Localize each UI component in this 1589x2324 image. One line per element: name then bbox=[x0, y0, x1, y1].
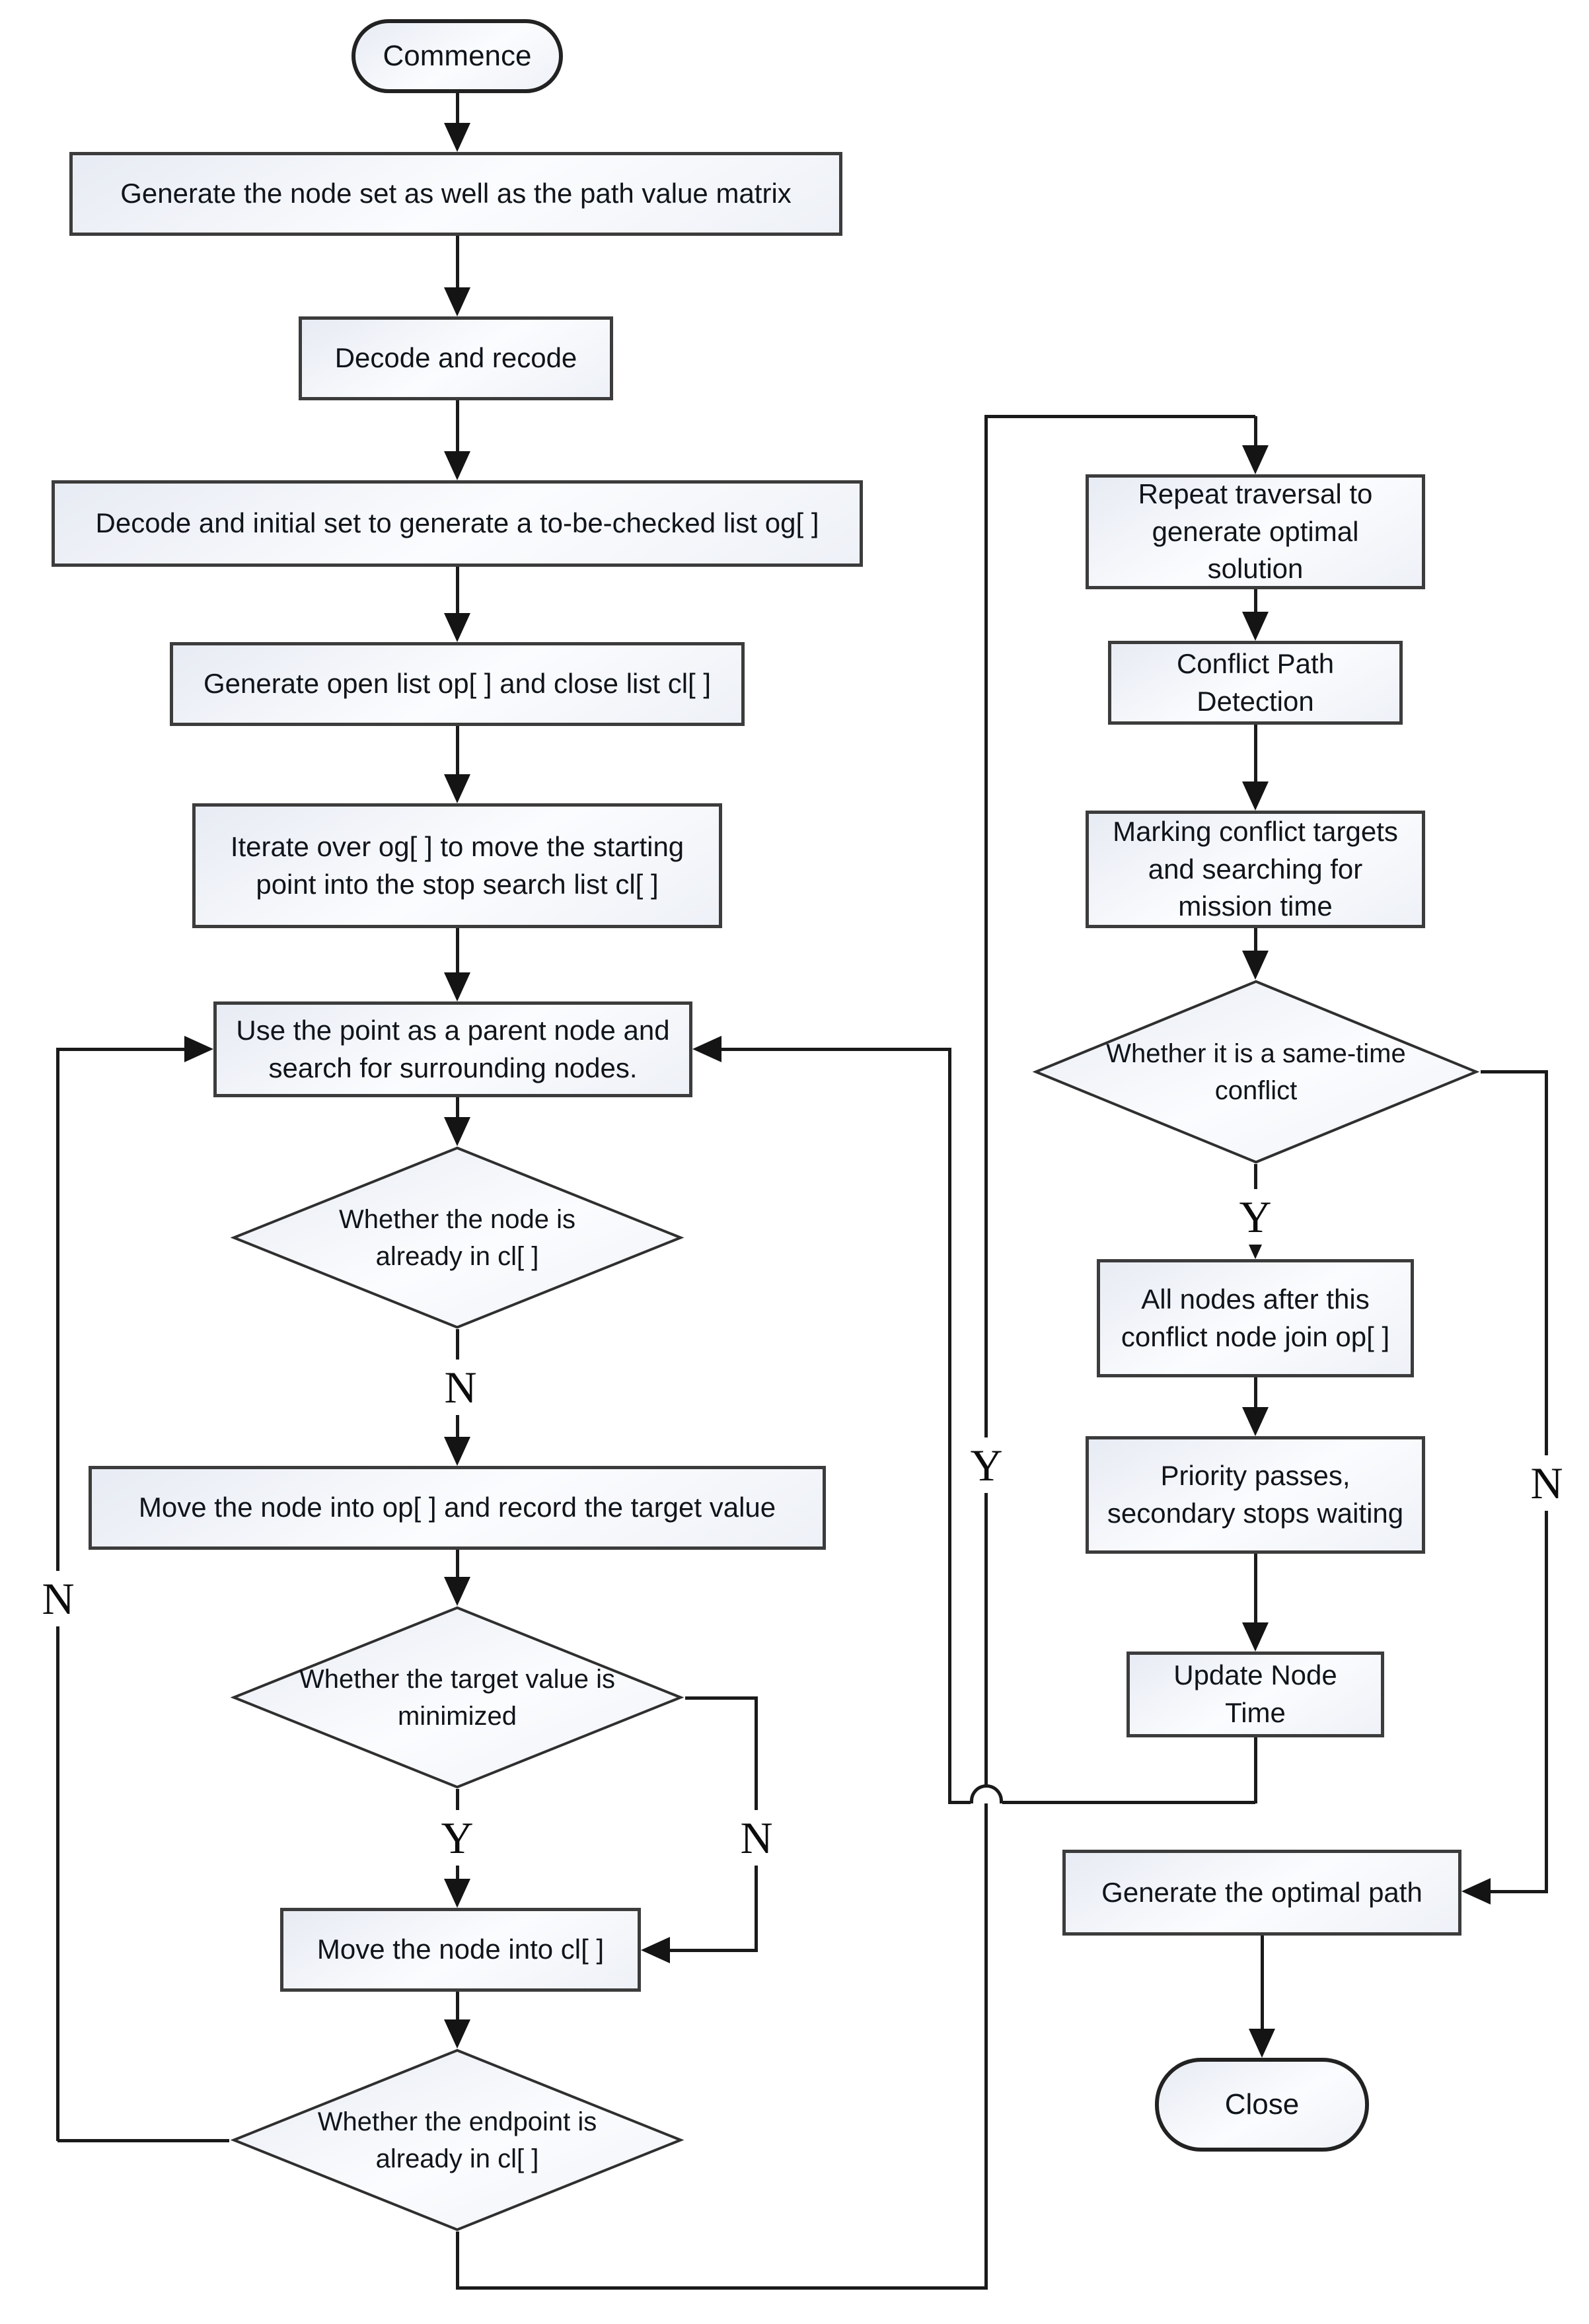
arrowhead-icon bbox=[1242, 951, 1269, 980]
connector-line bbox=[456, 2232, 459, 2290]
process-decode-and-recode: Decode and recode bbox=[299, 316, 613, 400]
arrowhead-icon bbox=[1249, 2029, 1275, 2058]
connector-line bbox=[1254, 416, 1257, 445]
connector-line bbox=[456, 726, 459, 776]
process-generate-open-close-list: Generate open list op[ ] and close list … bbox=[170, 642, 745, 726]
process-repeat-traversal: Repeat traversal to generate optimal sol… bbox=[1086, 474, 1425, 589]
branch-label-yes: Y bbox=[433, 1810, 482, 1866]
arrowhead-icon bbox=[1242, 445, 1269, 474]
connector-line bbox=[1481, 1070, 1547, 1073]
arrowhead-icon bbox=[1242, 1622, 1269, 1652]
arrowhead-icon bbox=[444, 613, 470, 642]
decision-same-time-conflict-shape bbox=[1031, 980, 1481, 1164]
decision-target-minimized-text: Whether the target value is minimized bbox=[299, 1664, 616, 1731]
connector-line bbox=[456, 928, 459, 974]
connector-line bbox=[456, 1550, 459, 1578]
connector-line bbox=[456, 236, 459, 289]
arrowhead-icon bbox=[641, 1937, 670, 1963]
connector-line bbox=[456, 2286, 988, 2290]
branch-label-no: N bbox=[34, 1571, 83, 1626]
decision-target-minimized-shape bbox=[229, 1606, 685, 1789]
decision-same-time-conflict-text: Whether it is a same-time conflict bbox=[1106, 1038, 1406, 1105]
process-decode-initial-set: Decode and initial set to generate a to-… bbox=[52, 480, 863, 567]
decision-node-in-cl-shape bbox=[229, 1146, 685, 1329]
connector-line bbox=[949, 1801, 971, 1804]
decision-endpoint-in-cl-shape bbox=[229, 2049, 685, 2232]
arrowhead-icon bbox=[444, 2019, 470, 2049]
connector-line bbox=[1254, 1554, 1257, 1624]
arrowhead-icon bbox=[692, 1036, 721, 1062]
arrowhead-icon bbox=[184, 1036, 213, 1062]
branch-label-no: N bbox=[732, 1810, 781, 1866]
connector-line bbox=[1254, 1377, 1257, 1408]
terminal-commence: Commence bbox=[351, 19, 563, 93]
arrowhead-icon bbox=[1461, 1878, 1491, 1905]
arrowhead-icon bbox=[1242, 1407, 1269, 1436]
arrowhead-icon bbox=[444, 451, 470, 480]
connector-line bbox=[456, 1097, 459, 1118]
connector-line bbox=[1254, 928, 1257, 952]
arrowhead-icon bbox=[1242, 781, 1269, 811]
branch-label-yes: Y bbox=[962, 1437, 1011, 1493]
arrowhead-icon bbox=[444, 123, 470, 152]
process-conflict-path-detection: Conflict Path Detection bbox=[1108, 641, 1403, 725]
connector-line bbox=[57, 2139, 229, 2142]
arrowhead-icon bbox=[444, 972, 470, 1001]
decision-endpoint-in-cl-text: Whether the endpoint is already in cl[ ] bbox=[317, 2107, 597, 2173]
connector-line bbox=[685, 1696, 758, 1700]
connector-line bbox=[1002, 1801, 1255, 1804]
arrowhead-icon bbox=[444, 1117, 470, 1146]
process-generate-node-set: Generate the node set as well as the pat… bbox=[69, 152, 842, 236]
connector-line bbox=[1254, 1737, 1257, 1803]
process-marking-conflict-targets: Marking conflict targets and searching f… bbox=[1086, 811, 1425, 928]
connector-line bbox=[1254, 589, 1257, 613]
connector-line bbox=[984, 415, 1255, 418]
connector-line bbox=[456, 567, 459, 614]
line-hop-arc bbox=[970, 1784, 1003, 1803]
connector-line bbox=[1254, 725, 1257, 783]
connector-line bbox=[57, 1048, 184, 1051]
connector-line bbox=[1261, 1936, 1264, 2030]
connector-line bbox=[984, 416, 988, 2290]
connector-line bbox=[456, 1992, 459, 2021]
connector-line bbox=[948, 1048, 951, 1804]
terminal-close: Close bbox=[1155, 2058, 1369, 2152]
arrowhead-icon bbox=[444, 287, 470, 316]
process-update-node-time: Update Node Time bbox=[1127, 1652, 1384, 1737]
decision-node-in-cl-text: Whether the node is already in cl[ ] bbox=[339, 1204, 575, 1271]
connector-line bbox=[456, 93, 459, 124]
arrowhead-icon bbox=[444, 1879, 470, 1908]
connector-line bbox=[456, 400, 459, 453]
process-all-nodes-join-op: All nodes after this conflict node join … bbox=[1097, 1259, 1414, 1377]
arrowhead-icon bbox=[444, 1577, 470, 1606]
connector-line bbox=[1491, 1890, 1547, 1893]
connector-line bbox=[670, 1949, 758, 1952]
process-priority-passes: Priority passes, secondary stops waiting bbox=[1086, 1436, 1425, 1554]
arrowhead-icon bbox=[1242, 612, 1269, 641]
arrowhead-icon bbox=[444, 1437, 470, 1466]
process-move-node-into-op: Move the node into op[ ] and record the … bbox=[89, 1466, 826, 1550]
arrowhead-icon bbox=[444, 774, 470, 803]
branch-label-no: N bbox=[436, 1360, 485, 1415]
process-iterate-og: Iterate over og[ ] to move the starting … bbox=[192, 803, 722, 928]
process-move-node-into-cl: Move the node into cl[ ] bbox=[280, 1908, 641, 1992]
process-generate-optimal-path: Generate the optimal path bbox=[1062, 1850, 1461, 1936]
connector-line bbox=[721, 1048, 951, 1051]
process-use-point-as-parent: Use the point as a parent node and searc… bbox=[213, 1001, 692, 1097]
branch-label-yes: Y bbox=[1231, 1189, 1280, 1245]
branch-label-no: N bbox=[1522, 1455, 1571, 1511]
